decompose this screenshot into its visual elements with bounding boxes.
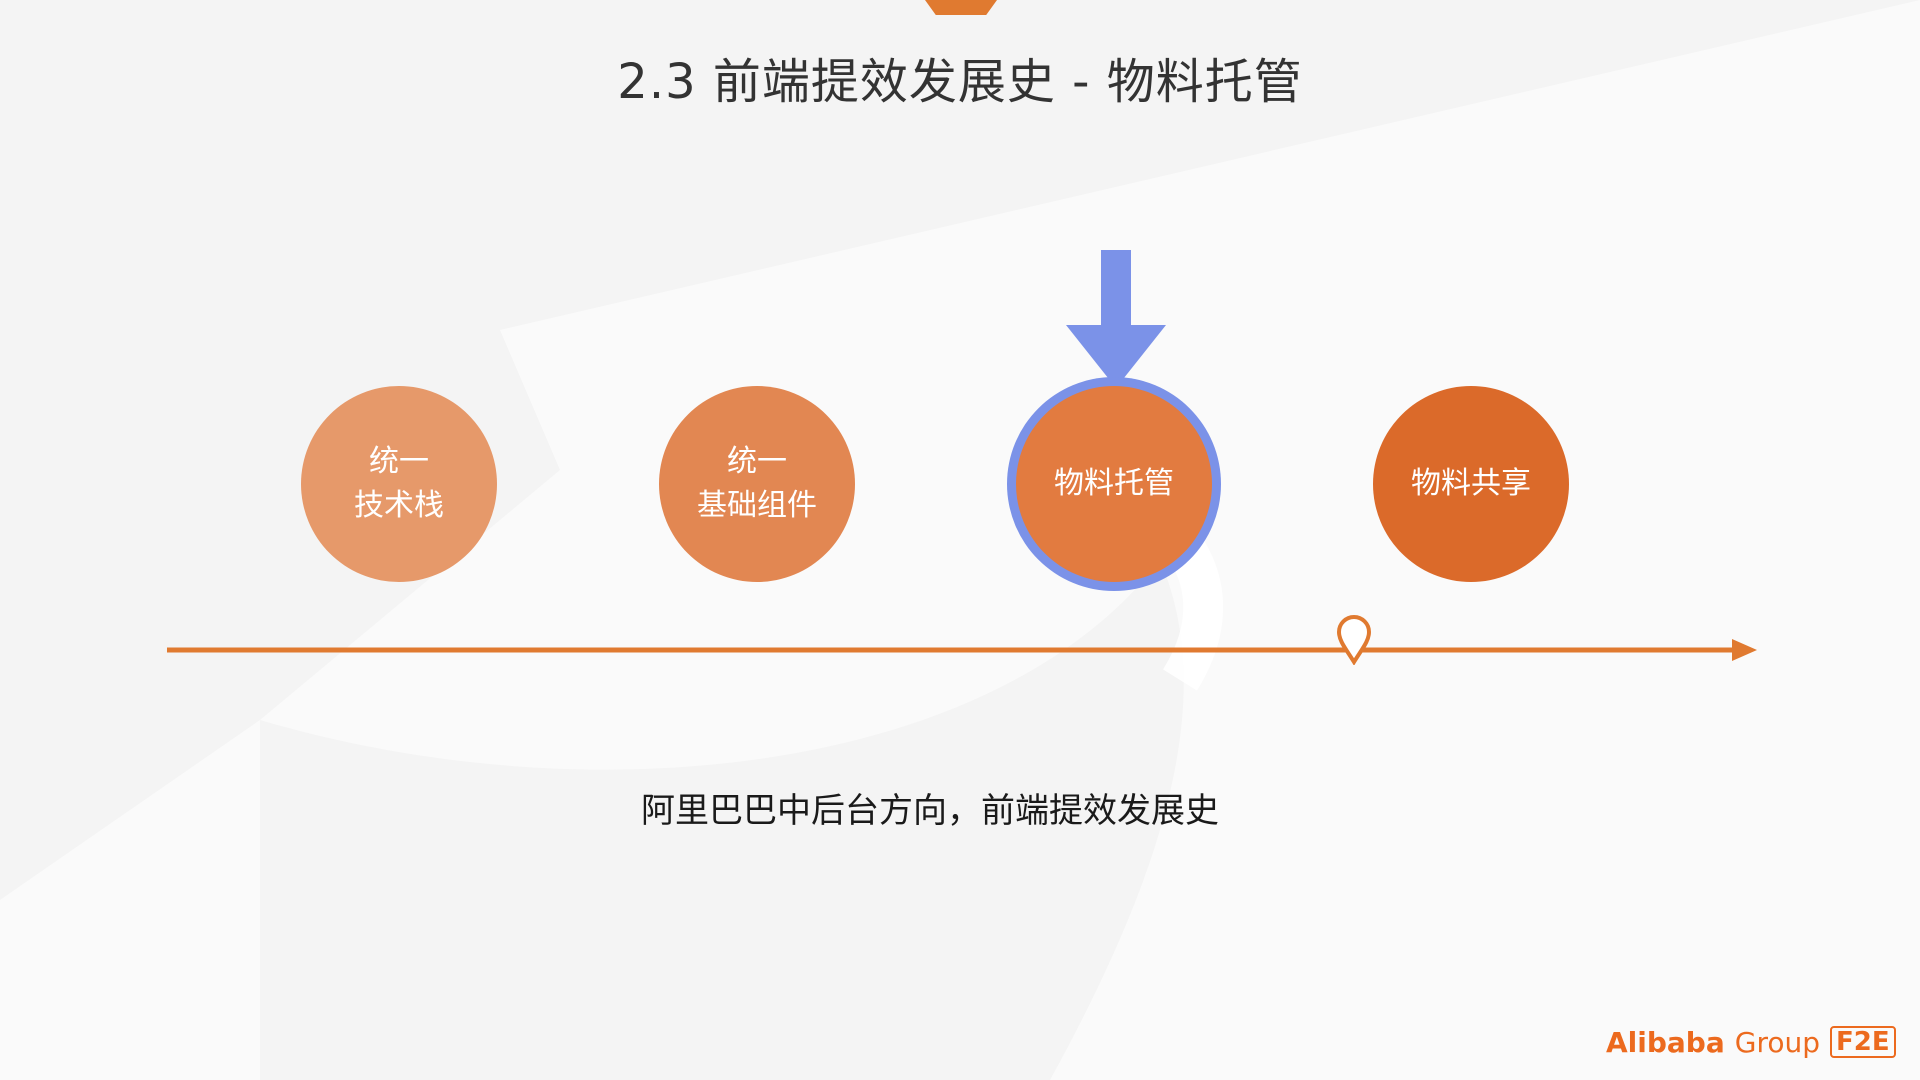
timeline-axis	[167, 639, 1757, 661]
stage-circle-2: 统一 基础组件	[659, 386, 855, 582]
stage-circle-4: 物料共享	[1373, 386, 1569, 582]
stage-label: 统一 技术栈	[354, 444, 444, 523]
top-accent-tab	[925, 0, 997, 15]
stage-circle-1: 统一 技术栈	[301, 386, 497, 582]
stage-label: 物料托管	[1054, 466, 1174, 501]
stage-label: 统一 基础组件	[697, 444, 817, 523]
alibaba-group-logo: Alibaba Group F2E	[1606, 1022, 1896, 1062]
slide-caption: 阿里巴巴中后台方向，前端提效发展史	[641, 791, 1219, 831]
stage-label: 物料共享	[1411, 466, 1531, 501]
down-arrow-icon	[1066, 250, 1166, 388]
logo-brand: Alibaba	[1606, 1025, 1725, 1059]
logo-group: Group	[1734, 1025, 1820, 1059]
logo-team: F2E	[1830, 1026, 1896, 1058]
stage-circle-3-highlighted: 物料托管	[1016, 386, 1212, 582]
page-title: 2.3 前端提效发展史 - 物料托管	[617, 54, 1303, 110]
location-pin-icon	[1336, 615, 1372, 665]
arrow-head-icon	[1732, 639, 1757, 661]
